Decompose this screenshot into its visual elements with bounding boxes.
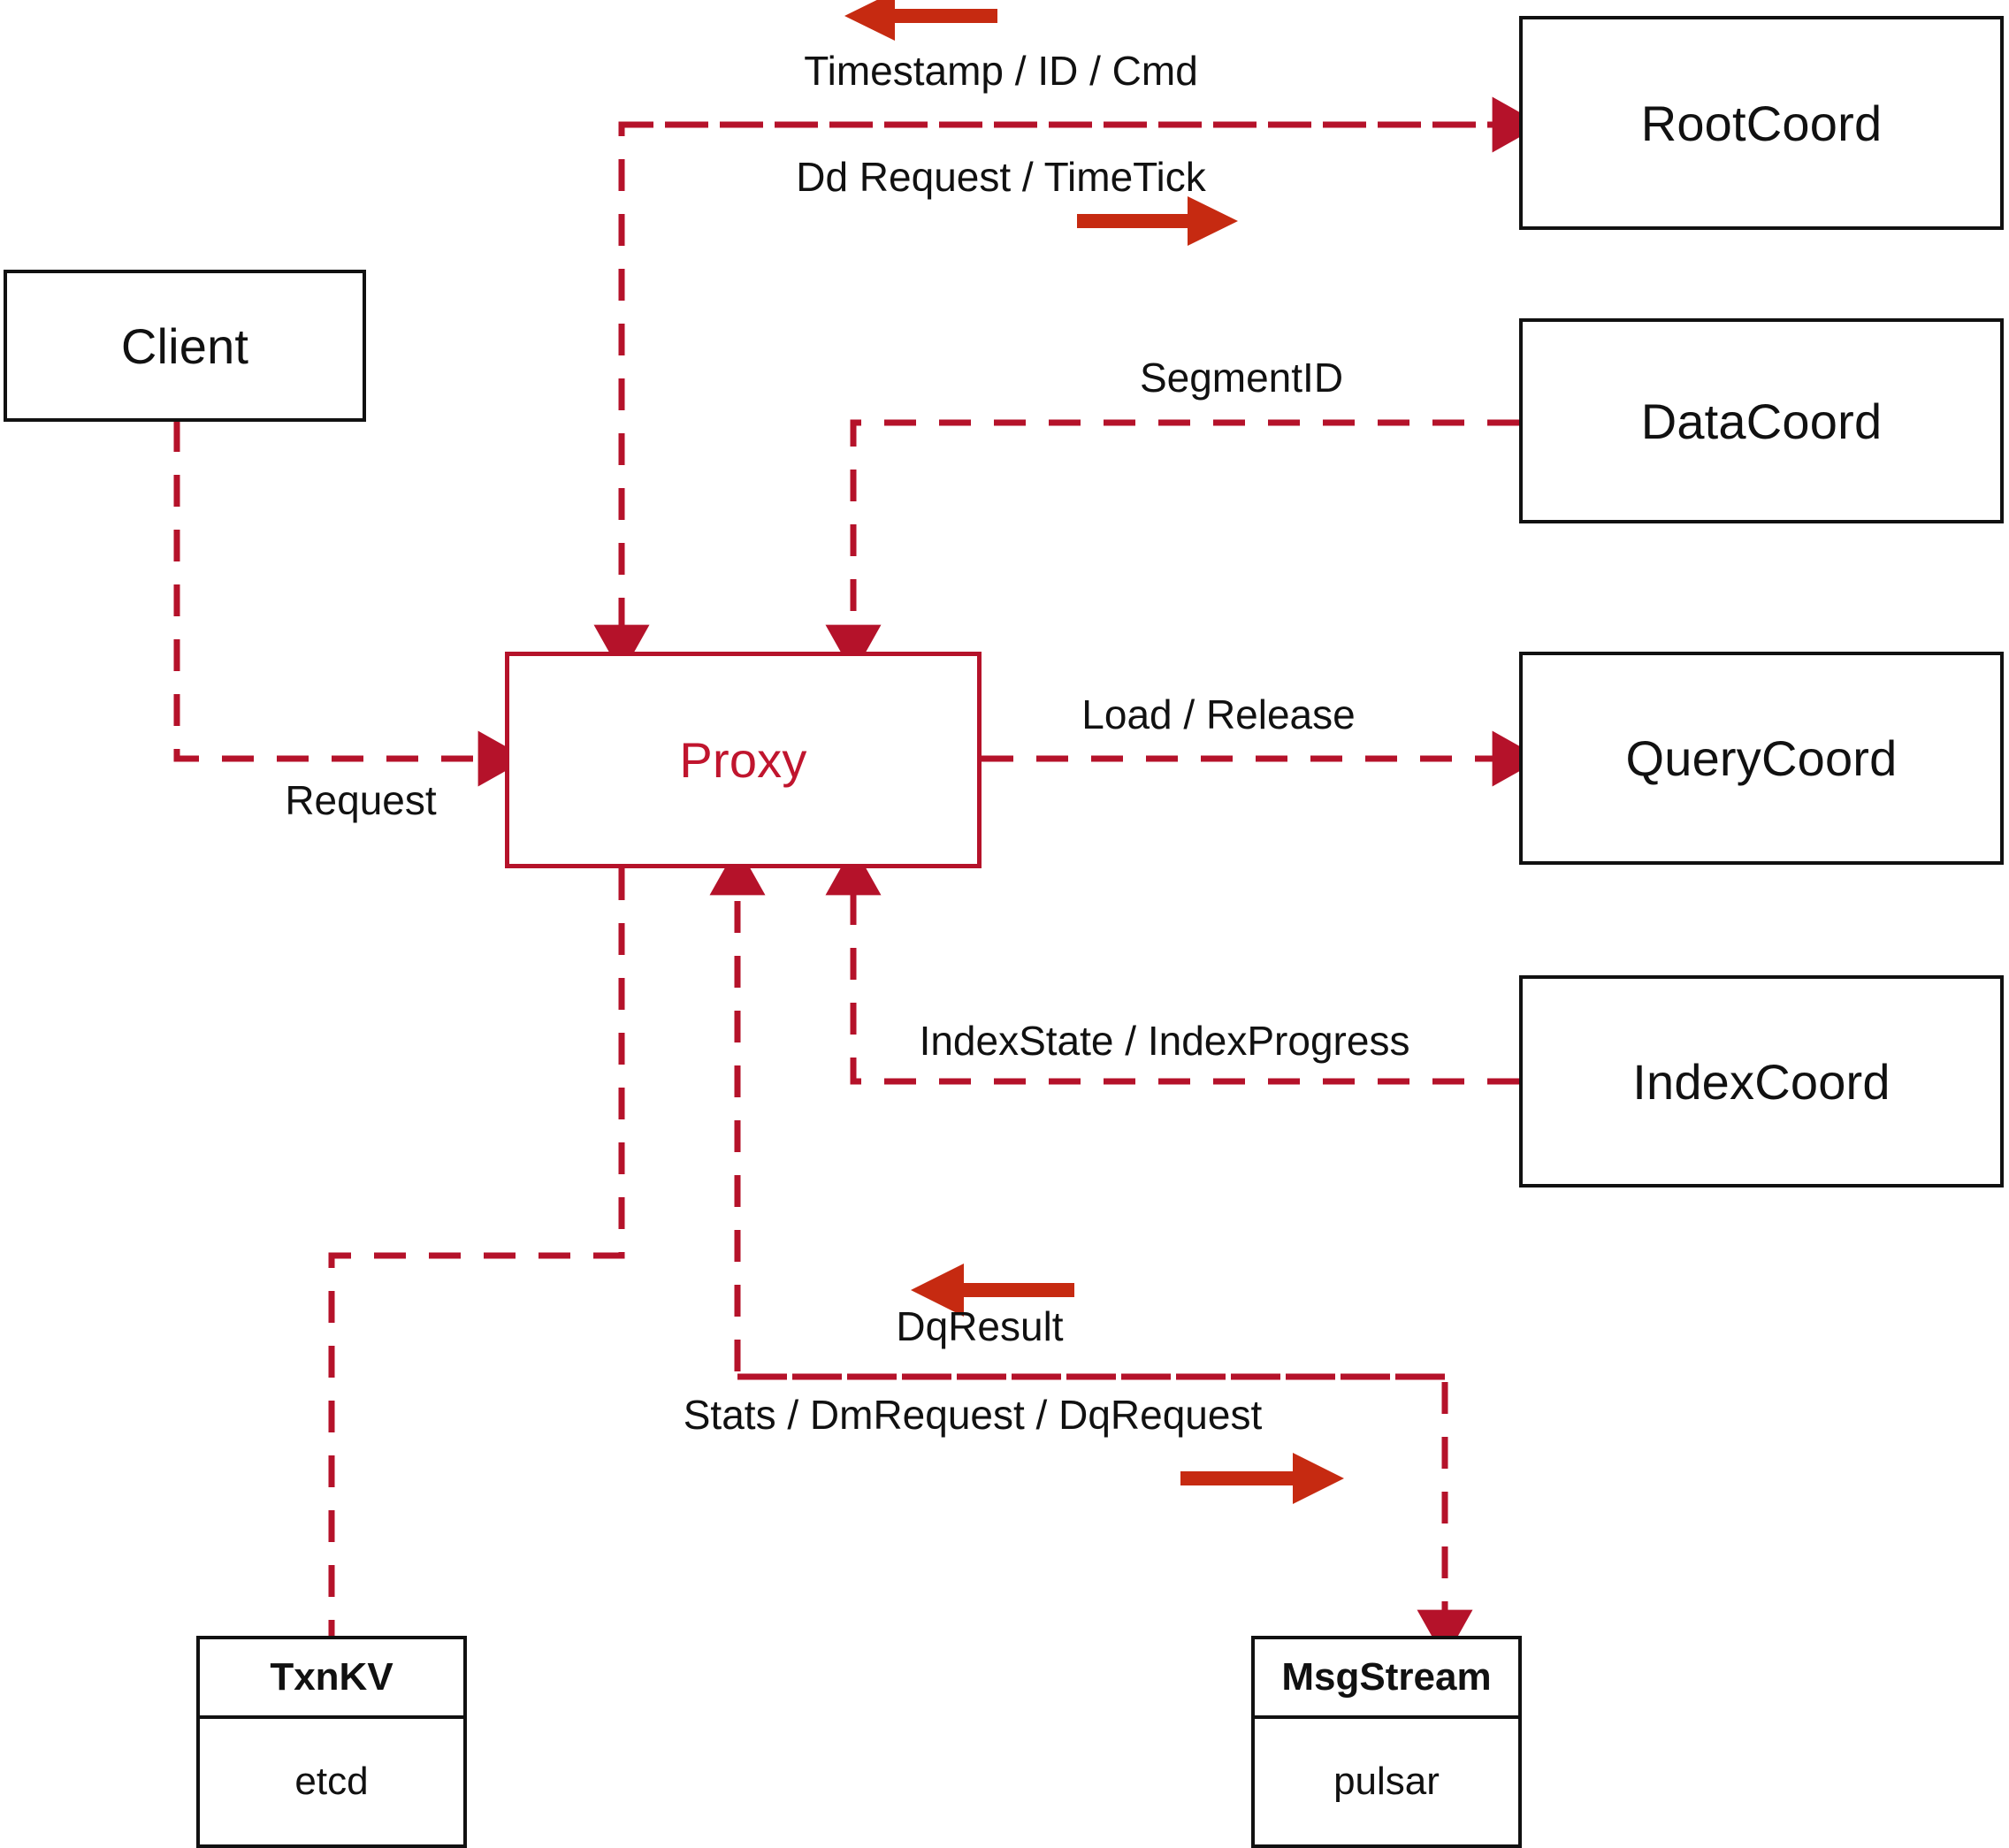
node-querycoord-label: QueryCoord bbox=[1625, 730, 1898, 786]
node-txnkv[interactable]: TxnKV etcd bbox=[196, 1636, 467, 1848]
node-client[interactable]: Client bbox=[4, 270, 366, 422]
node-msgstream-header: MsgStream bbox=[1255, 1639, 1518, 1719]
edge-label-request: Request bbox=[285, 777, 437, 823]
node-rootcoord[interactable]: RootCoord bbox=[1519, 16, 2004, 230]
edge-proxy-to-msgstream bbox=[737, 1373, 1473, 1660]
node-rootcoord-label: RootCoord bbox=[1640, 95, 1883, 151]
edge-msgstream-to-proxy bbox=[709, 845, 1445, 1380]
edge-proxy-to-txnkv bbox=[328, 868, 625, 1636]
node-txnkv-impl: etcd bbox=[294, 1760, 369, 1803]
edge-datacoord-to-proxy bbox=[825, 419, 1519, 675]
node-client-label: Client bbox=[120, 317, 249, 374]
node-querycoord[interactable]: QueryCoord bbox=[1519, 652, 2004, 865]
node-datacoord[interactable]: DataCoord bbox=[1519, 318, 2004, 523]
node-indexcoord-label: IndexCoord bbox=[1632, 1053, 1891, 1110]
node-txnkv-body: etcd bbox=[200, 1719, 463, 1844]
node-msgstream[interactable]: MsgStream pulsar bbox=[1251, 1636, 1522, 1848]
edge-label-indexstate-indexprogress: IndexState / IndexProgress bbox=[919, 1018, 1410, 1064]
edge-indexcoord-to-proxy bbox=[825, 845, 1519, 1085]
node-msgstream-title: MsgStream bbox=[1281, 1655, 1492, 1699]
node-proxy[interactable]: Proxy bbox=[505, 652, 982, 868]
node-msgstream-body: pulsar bbox=[1255, 1719, 1518, 1844]
edge-label-stats-dmrequest-dqrequest: Stats / DmRequest / DqRequest bbox=[683, 1392, 1263, 1438]
timestamp-direction-arrow bbox=[844, 0, 997, 41]
edge-label-dqresult: DqResult bbox=[896, 1303, 1064, 1349]
node-proxy-label: Proxy bbox=[679, 732, 807, 788]
node-datacoord-label: DataCoord bbox=[1640, 393, 1883, 449]
node-msgstream-impl: pulsar bbox=[1333, 1760, 1440, 1803]
edge-label-timestamp-id-cmd: Timestamp / ID / Cmd bbox=[804, 48, 1198, 94]
edge-rootcoord-to-proxy bbox=[593, 121, 1519, 675]
node-indexcoord[interactable]: IndexCoord bbox=[1519, 975, 2004, 1187]
stats-direction-arrow bbox=[1180, 1453, 1344, 1504]
edge-label-load-release: Load / Release bbox=[1081, 691, 1356, 737]
node-txnkv-title: TxnKV bbox=[270, 1655, 393, 1699]
edge-client-to-proxy bbox=[173, 420, 528, 787]
dqresult-direction-arrow bbox=[911, 1264, 1074, 1317]
edge-label-dd-request-timetick: Dd Request / TimeTick bbox=[796, 154, 1206, 200]
node-txnkv-header: TxnKV bbox=[200, 1639, 463, 1719]
edge-label-segmentid: SegmentID bbox=[1139, 355, 1344, 401]
ddrequest-direction-arrow bbox=[1077, 196, 1238, 246]
